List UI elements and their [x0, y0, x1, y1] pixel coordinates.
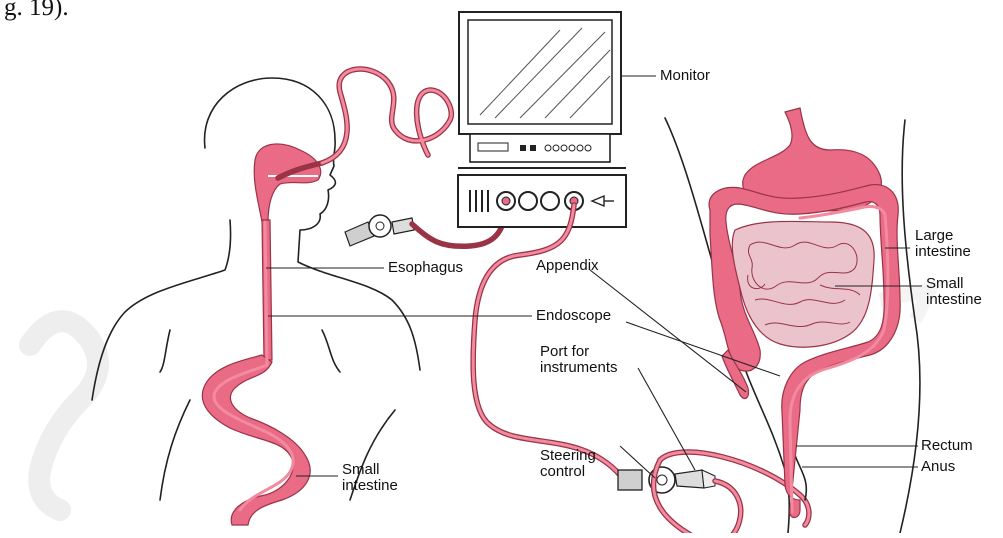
- nasal-oral-cavity: [254, 144, 320, 222]
- label-monitor: Monitor: [660, 68, 710, 84]
- label-large-intestine: Large intestine: [915, 228, 971, 260]
- label-anus: Anus: [921, 459, 955, 475]
- label-appendix: Appendix: [536, 258, 599, 274]
- esophagus-stomach: [202, 220, 310, 525]
- upper-scope-handle: [345, 215, 414, 246]
- label-small-intestine-right: Small intestine: [926, 276, 982, 308]
- lower-scope-handle: [618, 467, 715, 493]
- label-endoscope: Endoscope: [536, 308, 611, 324]
- lower-endoscope-cable: [473, 205, 620, 475]
- label-port-for-instruments: Port for instruments: [540, 344, 618, 376]
- label-small-intestine-left: Small intestine: [342, 462, 398, 494]
- figure-caption-fragment: g. 19).: [4, 0, 69, 22]
- monitor-unit: [458, 12, 626, 227]
- label-rectum: Rectum: [921, 438, 973, 454]
- label-esophagus: Esophagus: [388, 260, 463, 276]
- label-steering-control: Steering control: [540, 448, 596, 480]
- small-intestine-right: [732, 221, 874, 347]
